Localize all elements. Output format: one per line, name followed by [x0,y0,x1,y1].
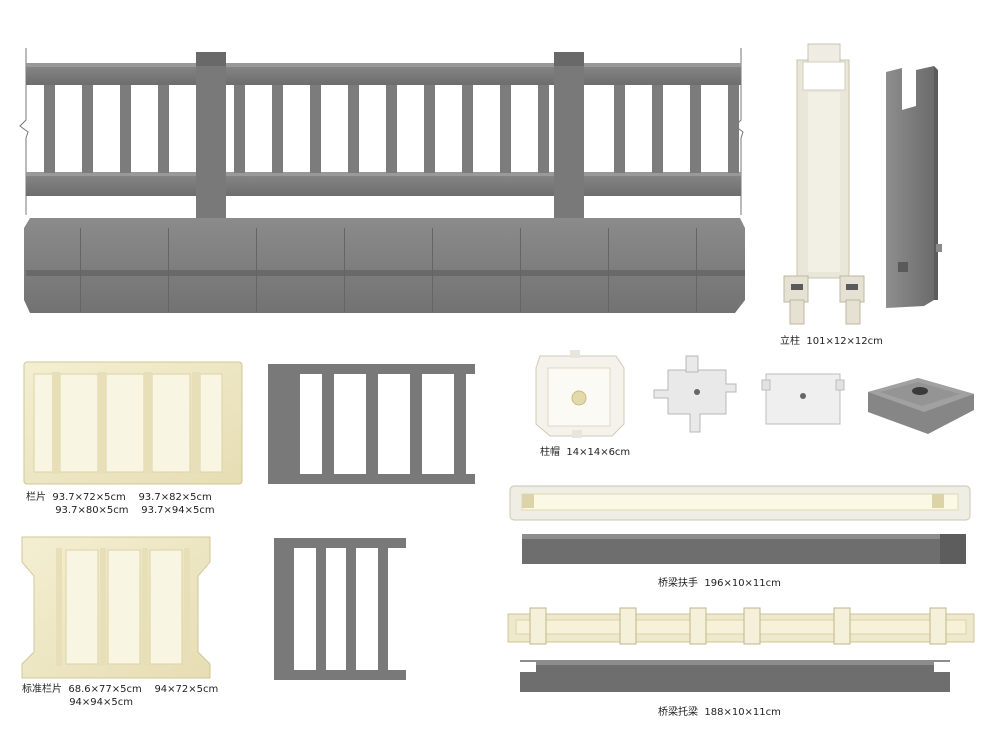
break-mark-left [19,48,29,215]
panel-mold [23,361,243,485]
column-caption: 立柱 101×12×12cm [780,335,883,348]
standard-panel-caption-size-2: 94×72×5cm [154,684,219,695]
cap-caption: 柱帽 14×14×6cm [540,446,630,459]
beam-mold [507,607,975,645]
cap-mold-1 [535,350,625,438]
beam-product [520,660,950,692]
cap-caption-label: 柱帽 [540,447,560,458]
standard-panel-caption-size-3: 94×94×5cm [69,697,133,708]
standard-panel-caption-label: 标准栏片 [22,684,62,695]
panel-caption-label: 栏片 [26,492,46,503]
cap-product [868,378,974,434]
handrail-caption: 桥梁扶手 196×10×11cm [658,577,781,590]
assembled-railing [19,48,745,313]
column-caption-label: 立柱 [780,336,800,347]
handrail-caption-label: 桥梁扶手 [658,578,698,589]
handrail-caption-size: 196×10×11cm [704,578,781,589]
panel-caption: 栏片 93.7×72×5cm 93.7×82×5cm 93.7×80×5cm 9… [26,491,215,517]
standard-panel-product [274,538,406,680]
handrail-product [522,534,966,564]
standard-panel-caption-size-1: 68.6×77×5cm [68,684,142,695]
cap-mold-2 [653,355,737,433]
beam-caption-size: 188×10×11cm [704,707,781,718]
handrail-mold [509,485,971,521]
panel-caption-size-1: 93.7×72×5cm [52,492,126,503]
standard-panel-caption: 标准栏片 68.6×77×5cm 94×72×5cm 94×94×5cm [22,683,218,709]
beam-caption: 桥梁托梁 188×10×11cm [658,706,781,719]
beam-caption-label: 桥梁托梁 [658,707,698,718]
cap-mold-3 [761,373,845,425]
panel-caption-size-4: 93.7×94×5cm [141,505,215,516]
column-mold [783,43,865,325]
column-product [886,66,942,308]
cap-caption-size: 14×14×6cm [566,447,631,458]
panel-caption-size-3: 93.7×80×5cm [55,505,129,516]
standard-panel-mold [21,536,211,679]
panel-caption-size-2: 93.7×82×5cm [138,492,212,503]
column-caption-size: 101×12×12cm [806,336,883,347]
panel-product [268,364,475,484]
